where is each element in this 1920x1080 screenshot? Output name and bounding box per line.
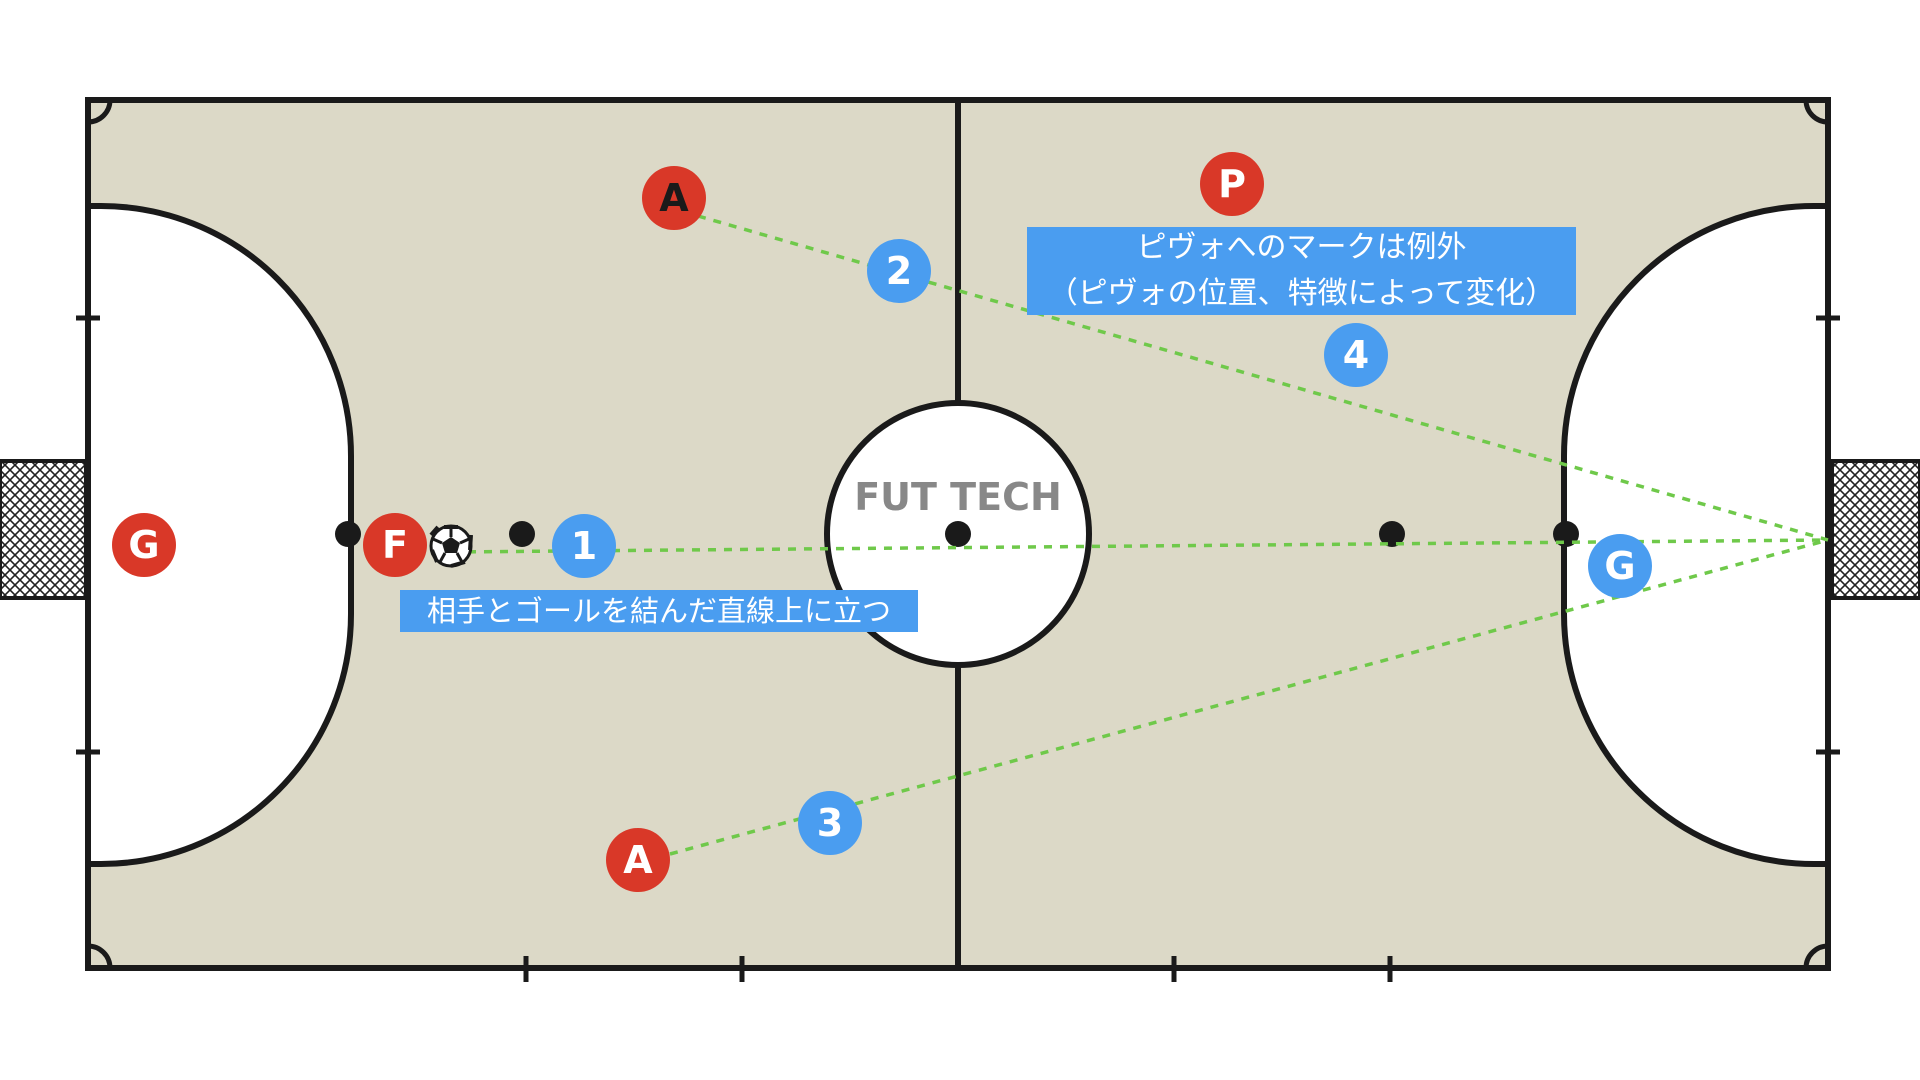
marker-1 — [552, 514, 616, 578]
right-penalty-area — [1561, 203, 1831, 867]
marker-3 — [798, 791, 862, 855]
line-note-box — [400, 590, 918, 632]
player-goalkeeper-left — [112, 513, 176, 577]
corner-arc — [87, 943, 113, 969]
player-label: F — [382, 523, 408, 567]
marker-2 — [867, 239, 931, 303]
player-pivot — [1200, 152, 1264, 216]
player-forward — [363, 513, 427, 577]
ball-icon — [429, 524, 473, 568]
player-goalkeeper-right — [1588, 534, 1652, 598]
pivot-note-box — [1027, 227, 1576, 315]
line-note-text: 相手とゴールを結んだ直線上に立つ — [426, 594, 891, 628]
player-label: A — [659, 176, 689, 220]
player-label: A — [623, 838, 653, 882]
marker-label: 4 — [1343, 333, 1369, 377]
player-label: G — [128, 523, 159, 567]
second-penalty-spot — [1379, 521, 1405, 547]
watermark: FUT TECH — [854, 475, 1062, 519]
pivot-note-line-2: （ピヴォの位置、特徴によって変化） — [1047, 276, 1556, 311]
left-penalty-area — [85, 203, 354, 867]
player-label: G — [1604, 544, 1635, 588]
center-spot — [945, 521, 971, 547]
marking-line-1 — [451, 538, 1829, 554]
player-label: P — [1218, 162, 1246, 206]
player-attacker-top — [642, 166, 706, 230]
pivot-note-line-1: ピヴォへのマークは例外 — [1136, 230, 1467, 265]
corner-arc — [1803, 943, 1829, 969]
player-attacker-bottom — [606, 828, 670, 892]
marker-4 — [1324, 323, 1388, 387]
penalty-spot — [335, 521, 361, 547]
corner-arc — [87, 99, 113, 125]
marker-label: 1 — [571, 524, 597, 568]
corner-arc — [1803, 99, 1829, 125]
marker-label: 3 — [817, 801, 843, 845]
marker-label: 2 — [886, 249, 912, 293]
second-penalty-spot — [509, 521, 535, 547]
left-goal-net — [0, 459, 88, 600]
right-goal-net — [1830, 459, 1920, 600]
